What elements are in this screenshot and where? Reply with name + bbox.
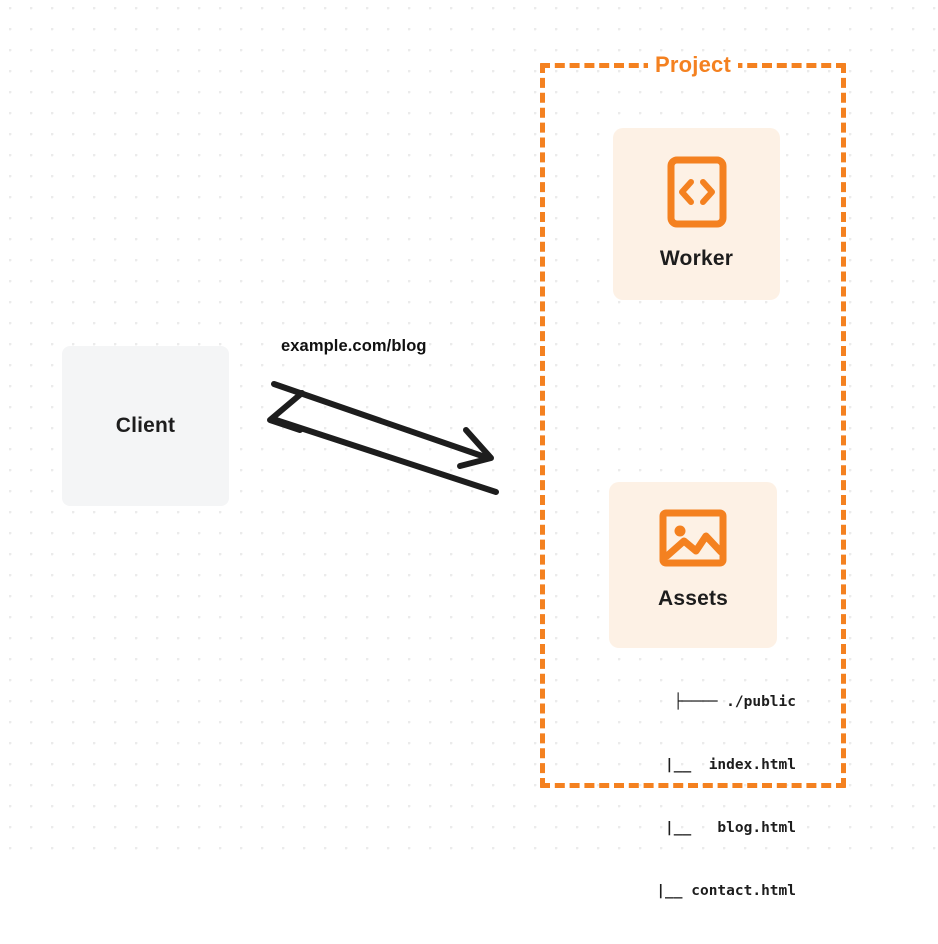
request-arrow [271,381,494,469]
file-tree-line: |__ contact.html [638,883,796,899]
client-node: Client [62,346,229,506]
file-tree-line: |__ blog.html [621,820,796,836]
request-flow-group: example.com/blog [255,330,520,515]
flow-arrows [267,381,499,495]
assets-card[interactable]: Assets [609,482,777,648]
worker-label: Worker [659,247,734,270]
project-group-title: Project [648,52,738,78]
worker-card[interactable]: Worker [613,128,780,300]
assets-label: Assets [657,587,729,610]
file-tree-line: ├──── ./public [673,694,796,710]
request-url-label: example.com/blog [281,337,427,355]
file-tree-line: |__ index.html [621,757,796,773]
project-group: Project [540,52,846,788]
image-icon [659,508,727,573]
code-brackets-icon [666,156,728,233]
client-label: Client [115,414,176,437]
assets-file-tree: ├──── ./public |__ index.html |__ blog.h… [586,650,796,944]
response-arrow [267,390,499,495]
diagram-canvas: Client example.com/blog Project [0,0,938,899]
